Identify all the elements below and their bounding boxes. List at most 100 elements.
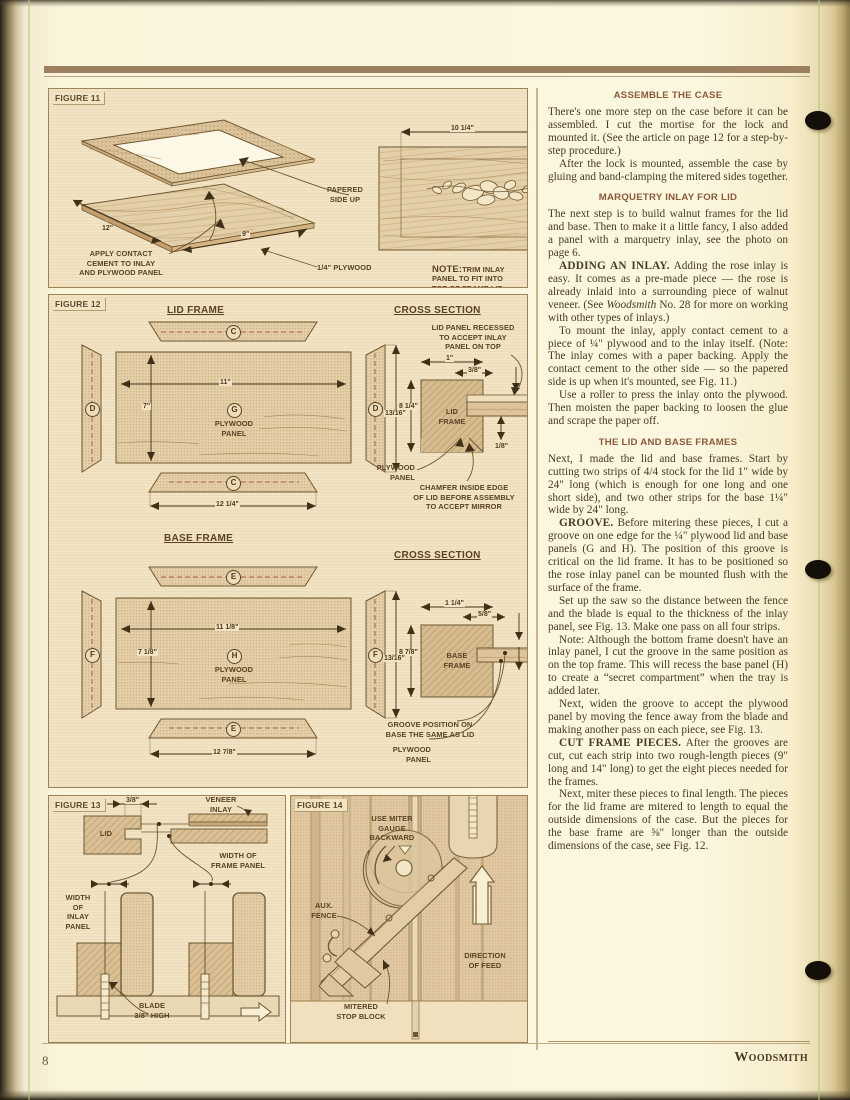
paragraph-adding-an-inlay: ADDING AN INLAY. Adding the rose inlay i…	[548, 260, 788, 325]
top-rule	[44, 66, 810, 73]
figure-12-base-panel-label: PLYWOOD PANEL	[214, 665, 254, 684]
figure-12-lid-cs-note-left: PLYWOOD PANEL	[376, 463, 415, 482]
figure-11-note-word: NOTE:	[432, 263, 463, 275]
paragraph: Note: Although the bottom frame doesn't …	[548, 633, 788, 698]
figure-12-part-tag-h: H	[227, 649, 242, 664]
figure-11-note-text: TRIM INLAY PANEL TO FIT INTO TOP OF FRAM…	[432, 264, 505, 288]
figure-11-callout-apply-contact-cement: APPLY CONTACT CEMENT TO INLAY AND PLYWOO…	[79, 249, 163, 277]
runin-text-2: No. 28 for more on working with other ty…	[548, 298, 788, 324]
figure-11-drawing	[72, 119, 527, 268]
runin-text: Before mitering these pieces, I cut a gr…	[548, 517, 788, 594]
figure-11-callout-plywood: 1/4" PLYWOOD	[317, 263, 372, 272]
figure-12-lid-cs-dim-4: 1/8"	[494, 443, 510, 450]
runin-adding-an-inlay: ADDING AN INLAY.	[559, 260, 670, 273]
figure-13-width-inlay-panel-label: WIDTH OF INLAY PANEL	[65, 893, 91, 931]
figure-12-base-frame-title: BASE FRAME	[164, 533, 234, 544]
brand-name: Woodsmith	[734, 1050, 808, 1065]
figure-12-base-dim-height: 7 1/8"	[137, 649, 158, 656]
figure-12: FIGURE 12 LID FRAME CROSS SECTION BASE F…	[48, 294, 528, 788]
paragraph: Next, I made the lid and base frames. St…	[548, 452, 788, 517]
paragraph: Set up the saw so the distance between t…	[548, 594, 788, 633]
figure-12-base-cross-section-title: CROSS SECTION	[394, 550, 481, 561]
figure-12-base-cs-block-label: BASE FRAME	[443, 651, 471, 670]
paragraph: To mount the inlay, apply contact cement…	[548, 324, 788, 389]
figure-12-lid-dim-outer-height: 8 1/4"	[398, 403, 419, 410]
figure-12-lid-cross-section-title: CROSS SECTION	[394, 305, 481, 316]
figure-14: FIGURE 14	[290, 795, 528, 1043]
paragraph: Next, miter these pieces to final length…	[548, 788, 788, 853]
paragraph: The next step is to build walnut frames …	[548, 208, 788, 260]
figure-12-part-tag-d-left: D	[85, 402, 100, 417]
figure-14-miter-gauge-label: USE MITER GAUGE BACKWARD	[369, 814, 415, 842]
top-rule-hairline	[44, 76, 810, 77]
runin-text: After the grooves are cut, cut each stri…	[548, 736, 788, 788]
figure-12-lid-panel-label: PLYWOOD PANEL	[214, 419, 254, 438]
figure-14-label: FIGURE 14	[295, 799, 348, 812]
figure-14-drawing	[291, 796, 527, 1042]
figure-13-dim-top: 3/8"	[125, 797, 141, 804]
figure-11: FIGURE 11	[48, 88, 528, 288]
hole-punch-bottom	[805, 961, 831, 980]
article-column: ASSEMBLE THE CASE There's one more step …	[548, 90, 788, 853]
page-edge-tint-left	[28, 0, 30, 1100]
figure-11-callout-papered-side-up: PAPERED SIDE UP	[327, 185, 363, 204]
figure-13-blade-label: BLADE 3/8" HIGH	[134, 1001, 170, 1020]
figure-12-base-cs-dim-2: 5/8"	[477, 611, 493, 618]
hole-punch-top	[805, 111, 831, 130]
paragraph: There's one more step on the case before…	[548, 106, 788, 157]
paragraph: Next, widen the groove to accept the ply…	[548, 698, 788, 736]
page-top-edge	[0, 0, 850, 7]
italic-woodsmith: Woodsmith	[606, 298, 657, 311]
figure-12-drawing	[81, 321, 527, 758]
figure-12-part-tag-g: G	[227, 403, 242, 418]
figure-11-note: NOTE:TRIM INLAY PANEL TO FIT INTO TOP OF…	[432, 255, 527, 288]
figure-12-lid-frame-title: LID FRAME	[167, 305, 225, 316]
page-number: 8	[42, 1053, 49, 1068]
section-heading-the-lid-and-base-frames: THE LID AND BASE FRAMES	[598, 436, 738, 448]
figure-14-mitered-stop-block-label: MITERED STOP BLOCK	[336, 1002, 386, 1021]
figure-11-dim-width: 12"	[101, 225, 115, 232]
column-bottom-rule	[548, 1041, 810, 1042]
paragraph: After the lock is mounted, assemble the …	[548, 157, 788, 183]
figure-12-label: FIGURE 12	[53, 298, 106, 311]
figure-13-width-frame-panel-label: WIDTH OF FRAME PANEL	[211, 851, 265, 870]
figure-12-part-tag-c-bottom: C	[226, 476, 241, 491]
paragraph: Use a roller to press the inlay onto the…	[548, 389, 788, 427]
figure-12-lid-cs-dim-3: 13/16"	[384, 410, 407, 417]
figure-12-base-cs-dim-1: 1 1/4"	[444, 600, 465, 607]
runin-cut-frame-pieces: CUT FRAME PIECES.	[559, 736, 682, 749]
runin-groove: GROOVE.	[559, 517, 614, 530]
figure-12-lid-cs-note-bottom: CHAMFER INSIDE EDGE OF LID BEFORE ASSEMB…	[413, 483, 515, 511]
figure-12-lid-cs-note-top: LID PANEL RECESSED TO ACCEPT INLAY PANEL…	[431, 323, 515, 351]
figure-12-base-cs-dim-3: 13/16"	[383, 655, 406, 662]
page-bottom-edge	[0, 1090, 850, 1100]
figure-12-lid-dim-width: 11"	[219, 379, 232, 386]
figure-11-dim-depth: 9"	[241, 231, 251, 238]
figure-13-drawing	[56, 800, 280, 1022]
figure-13: FIGURE 13	[48, 795, 286, 1043]
figure-12-base-dim-outer-width: 12 7/8"	[212, 749, 237, 756]
figure-12-lid-cs-dim-2: 3/8"	[467, 367, 483, 374]
figure-12-part-tag-d-right: D	[368, 402, 383, 417]
figure-13-veneer-inlay-label: VENEER INLAY	[205, 795, 237, 814]
page-spine-shadow	[0, 0, 24, 1100]
section-heading-marquetry-inlay-for-lid: MARQUETRY INLAY FOR LID	[598, 192, 738, 204]
figure-12-base-dim-width: 11 1/8"	[215, 624, 240, 631]
runin-text: Adding the rose inlay is easy. It comes …	[548, 260, 789, 311]
figure-11-dim-inlay-width: 10 1/4"	[450, 125, 475, 132]
paragraph-cut-frame-pieces: CUT FRAME PIECES. After the grooves are …	[548, 737, 788, 789]
figure-12-lid-dim-outer-width: 12 1/4"	[215, 501, 240, 508]
figure-12-lid-cs-block-label: LID FRAME	[438, 407, 466, 426]
figure-12-lid-dim-height: 7"	[142, 403, 152, 410]
footer-rule	[42, 1043, 810, 1044]
figure-12-base-cs-note-plywood: PLYWOOD PANEL	[392, 745, 431, 764]
figure-14-direction-of-feed-label: DIRECTION OF FEED	[464, 951, 506, 970]
page-edge-tint-right	[818, 0, 820, 1100]
figure-12-part-tag-e-bottom: E	[226, 722, 241, 737]
paragraph-groove: GROOVE. Before mitering these pieces, I …	[548, 517, 788, 594]
figure-12-base-dim-outer-height: 8 7/8"	[398, 649, 419, 656]
figure-13-lid-label: LID	[99, 829, 113, 838]
figure-12-base-cs-note-groove: GROOVE POSITION ON BASE THE SAME AS LID	[385, 720, 475, 739]
figure-12-part-tag-e-top: E	[226, 570, 241, 585]
